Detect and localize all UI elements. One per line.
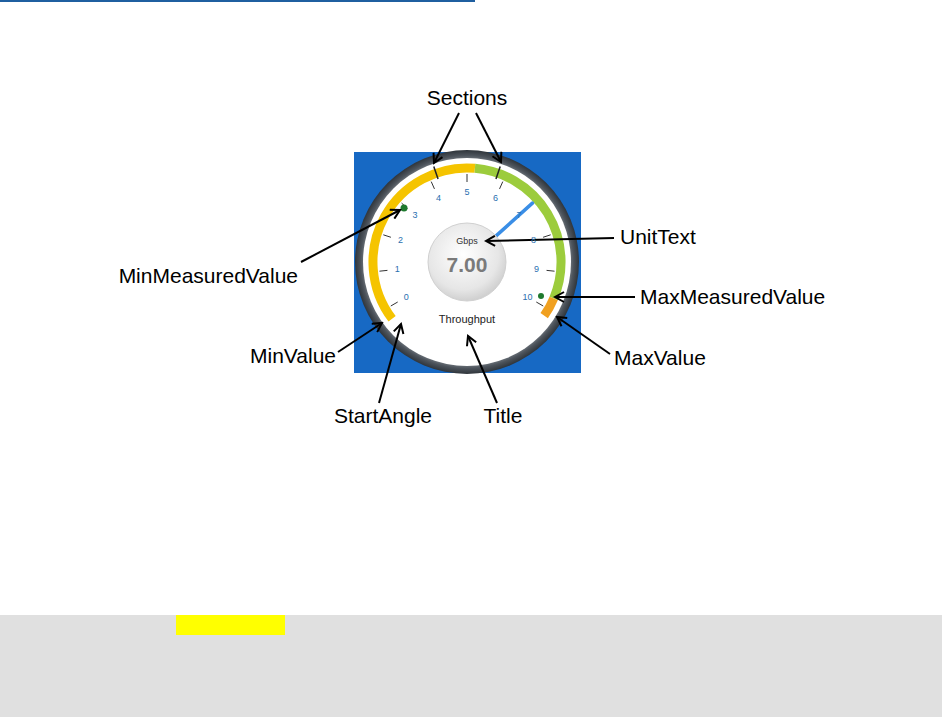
min-measured-dot <box>401 205 408 212</box>
gauge-text: Throughput <box>439 313 495 326</box>
leader-line <box>486 238 614 241</box>
tick-mark <box>379 270 387 272</box>
leader-line <box>555 296 635 298</box>
gauge-hub <box>428 223 506 301</box>
section-boundary <box>434 167 438 179</box>
leader-line <box>476 113 501 162</box>
gauge-text: 8 <box>531 235 536 245</box>
tick-mark <box>547 270 555 272</box>
gauge-text: 0 <box>404 292 409 302</box>
leader-lines <box>301 113 635 403</box>
needle-line <box>491 203 533 240</box>
gauge-text: 7.00 <box>447 253 488 277</box>
tick-mark <box>500 182 503 189</box>
leader-line <box>434 113 459 163</box>
gauge-text: 6 <box>493 193 498 203</box>
gauge-text: 9 <box>534 264 539 274</box>
tick-mark <box>431 182 434 189</box>
section-ring <box>373 168 561 319</box>
callout-label: UnitText <box>620 225 696 249</box>
section-arc <box>544 298 554 315</box>
callout-label: MaxValue <box>614 346 706 370</box>
leader-line <box>468 336 497 403</box>
gauge-bezel <box>355 150 579 374</box>
callout-label: Title <box>484 404 523 428</box>
tick-mark <box>543 235 551 237</box>
callout-label: StartAngle <box>334 404 432 428</box>
tick-mark <box>536 302 543 306</box>
highlight-mark <box>176 615 285 635</box>
callout-label: MinMeasuredValue <box>119 264 298 288</box>
leader-line <box>557 317 610 354</box>
tick-mark <box>383 235 391 237</box>
callout-label: Sections <box>427 86 508 110</box>
gauge-text: 4 <box>436 193 441 203</box>
bottom-band <box>0 615 942 717</box>
callout-label: MaxMeasuredValue <box>640 285 825 309</box>
max-measured-dot <box>538 293 544 299</box>
gauge-text: 2 <box>398 235 403 245</box>
callout-label: MinValue <box>250 344 336 368</box>
leader-line <box>301 210 400 262</box>
section-boundary <box>496 167 500 179</box>
tick-mark <box>467 174 468 182</box>
gauge-text: 7 <box>517 210 522 220</box>
leader-line <box>338 323 382 352</box>
gauge-text: 10 <box>523 292 533 302</box>
gauge-face <box>363 158 571 366</box>
tick-mark <box>391 302 398 306</box>
gauge-text: 5 <box>464 187 469 197</box>
tick-marks <box>379 167 554 306</box>
needle <box>491 203 533 240</box>
leader-line <box>379 324 401 403</box>
gauge-text: 3 <box>412 210 417 220</box>
gauge-text: Gbps <box>456 236 478 246</box>
top-rule <box>0 0 475 2</box>
gauge-text: 1 <box>395 264 400 274</box>
